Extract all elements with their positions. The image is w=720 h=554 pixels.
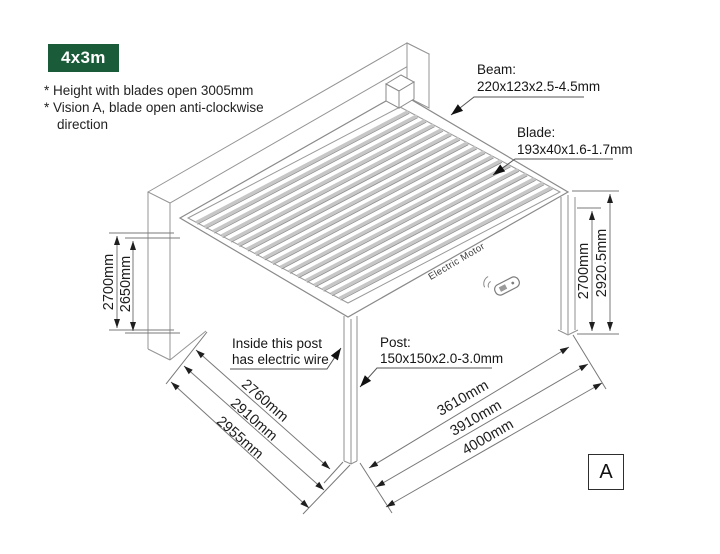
dim-text-right-inner: 2700mm <box>576 243 592 299</box>
beam-callout: Beam: 220x123x2.5-4.5mm <box>450 62 600 116</box>
wifi-signal-icon <box>483 276 491 288</box>
blade-label: Blade: <box>517 125 555 140</box>
note-vision: * Vision A, blade open anti-clockwise <box>44 100 264 115</box>
louvre-blade-edges <box>197 112 553 301</box>
note-height-open: * Height with blades open 3005mm <box>44 83 254 98</box>
view-label: A <box>599 460 613 483</box>
beam-leader-line <box>450 96 584 116</box>
post-callout: Post: 150x150x2.0-3.0mm <box>359 335 503 388</box>
post-leader-line <box>359 367 492 388</box>
beam-label: Beam: <box>477 62 516 77</box>
wall-left-edge <box>147 192 207 361</box>
beam-spec: 220x123x2.5-4.5mm <box>477 79 600 94</box>
dimension-lines <box>109 190 619 515</box>
right-extension-lines <box>572 190 619 335</box>
note-vision-continued: direction <box>57 117 109 132</box>
size-badge: 4x3m <box>48 44 119 72</box>
post-spec: 150x150x2.0-3.0mm <box>380 351 503 366</box>
dim-text-left-inner: 2650mm <box>118 256 134 312</box>
blade-callout: Blade: 193x40x1.6-1.7mm <box>492 125 633 176</box>
front-left-post <box>343 316 358 465</box>
callout-labels: Beam: 220x123x2.5-4.5mm Blade: 193x40x1.… <box>230 62 633 388</box>
electric-wire-callout: Inside this post has electric wire <box>230 336 342 370</box>
dim-line-depth-2955 <box>170 381 310 509</box>
wire-leader-line <box>230 347 342 370</box>
front-right-post <box>557 195 579 336</box>
dim-text-right-outer: 2920.5mm <box>594 229 610 298</box>
blade-leader-line <box>492 158 613 176</box>
depth-extension-lines <box>165 331 351 515</box>
post-label: Post: <box>380 335 411 350</box>
roof-inner-frame <box>186 106 562 304</box>
wire-note-line2: has electric wire <box>232 352 329 367</box>
posts <box>343 195 579 465</box>
motor-box <box>384 74 416 109</box>
wire-note-line1: Inside this post <box>232 336 322 351</box>
dim-text-left-outer: 2700mm <box>101 254 117 310</box>
view-label-box: A <box>588 454 624 490</box>
louvre-blades <box>195 109 553 300</box>
spec-notes: * Height with blades open 3005mm * Visio… <box>44 82 264 133</box>
remote-control-icon <box>483 276 520 296</box>
louvre-roof <box>178 74 570 318</box>
dim-line-width-4000 <box>385 382 603 508</box>
blade-spec: 193x40x1.6-1.7mm <box>517 142 633 157</box>
left-extension-lines <box>109 232 180 334</box>
